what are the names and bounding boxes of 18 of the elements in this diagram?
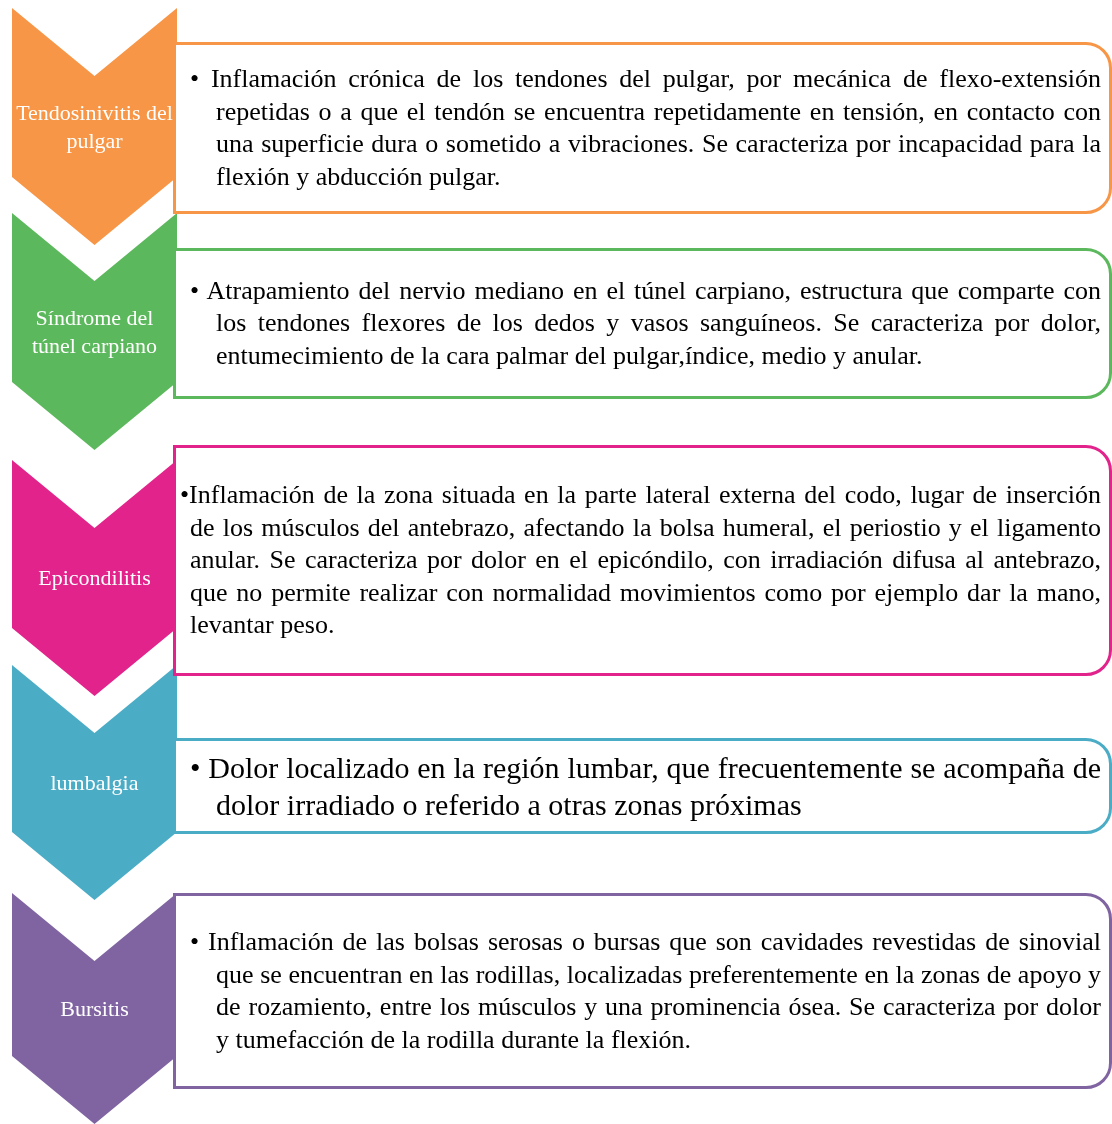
chevron-label: Tendosinivitis del pulgar bbox=[15, 99, 174, 154]
chevron-shape bbox=[12, 665, 177, 900]
chevron-label: Epicondilitis bbox=[37, 564, 152, 592]
text-box bbox=[173, 738, 1112, 834]
text-box bbox=[173, 445, 1112, 676]
text-box bbox=[173, 893, 1112, 1089]
chevron-shape bbox=[12, 213, 177, 450]
description-text: • Dolor localizado en la región lumbar, que frecuentemente se acompaña de dolor irradiado o referido a otras zonas próximas bbox=[189, 749, 1102, 823]
chevron-shape bbox=[12, 8, 177, 245]
chevron-label: lumbalgia bbox=[49, 768, 140, 796]
description-text: • Inflamación de las bolsas serosas o bursas que son cavidades revestidas de sinovial que se encuentran en las rodillas, localizadas preferentemente en la zonas de apoyo y de rozamiento, entre los músculos y una prominencia ósea. Se caracteriza por dolor y tumefacción de la rodilla durante la flexión. bbox=[189, 926, 1102, 1056]
text-box bbox=[173, 248, 1112, 399]
chevron-label: Síndrome del túnel carpiano bbox=[30, 304, 159, 359]
chevron-label: Bursitis bbox=[59, 994, 130, 1022]
description-text: • Atrapamiento del nervio mediano en el túnel carpiano, estructura que comparte con los tendones flexores de los dedos y vasos sanguíneos. Se caracteriza por dolor, entumecimiento de la cara palmar del pulgar,índice, medio y anular. bbox=[189, 274, 1102, 372]
description-text: • Inflamación crónica de los tendones del pulgar, por mecánica de flexo-extensión repetidas o a que el tendón se encuentra repetidamente en tensión, en contacto con una superficie dura o sometido a vibraciones. Se caracteriza por incapacidad para la flexión y abducción pulgar. bbox=[189, 63, 1102, 193]
description-text: •Inflamación de la zona situada en la parte lateral externa del codo, lugar de inserción de los músculos del antebrazo, afectando la bolsa humeral, el periostio y el ligamento anular. Se caracteriza por dolor en el epicóndilo, con irradiación difusa al antebrazo, que no permite realizar con normalidad movimientos como por ejemplo dar la mano, levantar peso. bbox=[179, 479, 1102, 642]
text-box bbox=[173, 42, 1112, 214]
